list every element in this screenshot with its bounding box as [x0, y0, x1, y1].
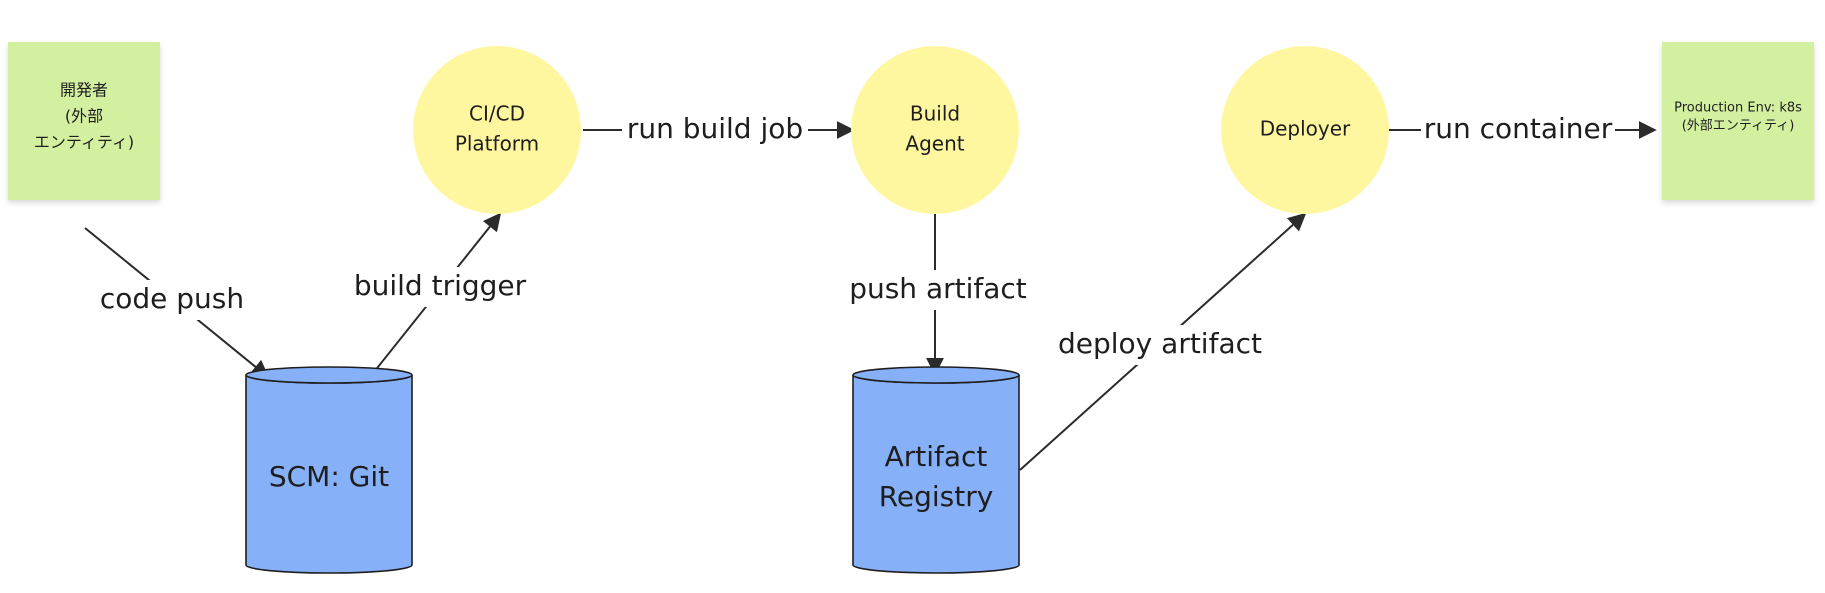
deploy-artifact-label: deploy artifact: [1058, 327, 1262, 360]
build-trigger-label: build trigger: [354, 269, 527, 302]
nodes-layer: 開発者(外部エンティティ)CI/CDPlatformBuildAgentDepl…: [8, 42, 1814, 574]
build-trigger-edge[interactable]: build trigger: [351, 212, 529, 378]
production-sticky-shape: [1662, 42, 1814, 200]
registry-label-line: Artifact: [885, 440, 988, 473]
deploy-artifact-label-background: [1058, 325, 1262, 365]
developer-label-line: エンティティ): [34, 133, 134, 152]
scm-node[interactable]: SCM: Git: [245, 366, 413, 574]
deployer-label-line: Deployer: [1260, 117, 1351, 141]
push-artifact-edge[interactable]: push artifact: [845, 214, 1031, 376]
deploy-artifact-edge[interactable]: deploy artifact: [1019, 212, 1307, 471]
build-trigger-label-background: [351, 267, 529, 307]
deployer-circle-shape: [1221, 46, 1389, 214]
run-container-label-background: [1421, 110, 1615, 150]
deployer-node[interactable]: Deployer: [1221, 46, 1389, 214]
developer-node[interactable]: 開発者 (外部エンティティ): [8, 42, 160, 200]
developer-sticky-shape: [8, 42, 160, 200]
build-agent-label-line: Agent: [905, 132, 964, 156]
run-container-label: run container: [1424, 112, 1613, 145]
production-node[interactable]: Production Env: k8s (外部エンティティ): [1662, 42, 1814, 200]
cicd-label-line: Platform: [455, 132, 539, 156]
scm-cylinder-top: [245, 366, 413, 384]
cicd-circle-shape: [413, 46, 581, 214]
edges-layer: code push build trigger run build job push …: [84, 110, 1657, 471]
code-push-label: code push: [100, 282, 244, 315]
production-label-line: Production Env: k8s: [1674, 101, 1802, 116]
run-build-job-label: run build job: [627, 112, 803, 145]
code-push-edge[interactable]: code push: [84, 227, 270, 379]
registry-cylinder-body: [852, 374, 1020, 574]
scm-label-line: SCM: Git: [269, 460, 389, 493]
run-build-job-label-background: [622, 110, 808, 150]
code-push-label-background: [93, 280, 251, 320]
registry-cylinder-top: [852, 366, 1020, 384]
developer-label-line: (外部: [65, 107, 103, 126]
push-artifact-label-background: [845, 270, 1031, 310]
cicd-node[interactable]: CI/CD Platform: [413, 46, 581, 214]
run-build-job-edge[interactable]: run build job: [583, 110, 855, 150]
build-agent-label-line: Build: [910, 102, 960, 126]
run-container-edge[interactable]: run container: [1389, 110, 1657, 150]
push-artifact-label: push artifact: [849, 272, 1027, 305]
registry-label-line: Registry: [879, 480, 994, 513]
cicd-label-line: CI/CD: [469, 102, 525, 126]
developer-label-line: 開発者: [60, 81, 108, 100]
build-agent-circle-shape: [851, 46, 1019, 214]
production-label-line: (外部エンティティ): [1682, 119, 1795, 134]
